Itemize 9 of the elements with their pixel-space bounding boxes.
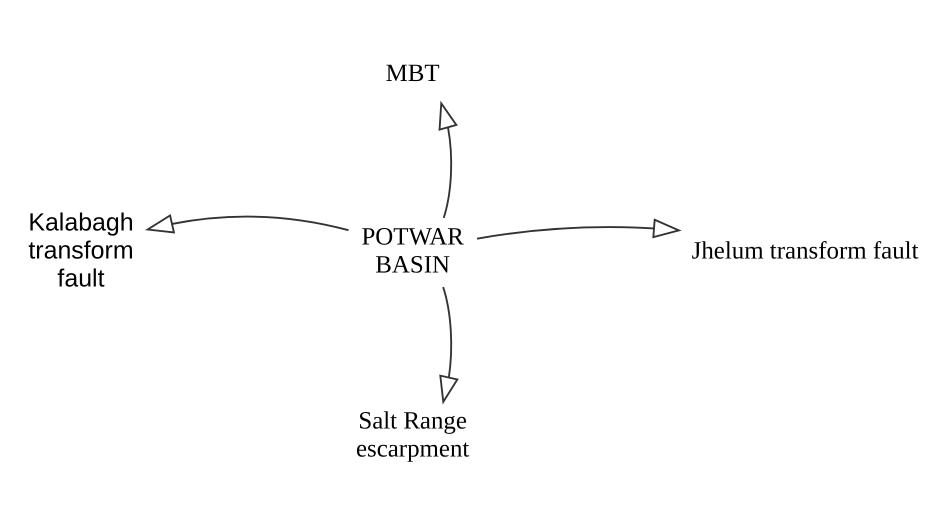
arrow xyxy=(438,100,458,218)
node-text: Salt Range escarpment xyxy=(356,406,470,462)
arrow xyxy=(144,213,349,234)
node-text: Kalabagh transform fault xyxy=(28,208,134,292)
arrow xyxy=(476,218,682,240)
node-text: MBT xyxy=(386,60,440,87)
node-text: POTWAR BASIN xyxy=(361,223,464,278)
arrow xyxy=(439,286,459,404)
node-text: Jhelum transform fault xyxy=(692,237,918,264)
